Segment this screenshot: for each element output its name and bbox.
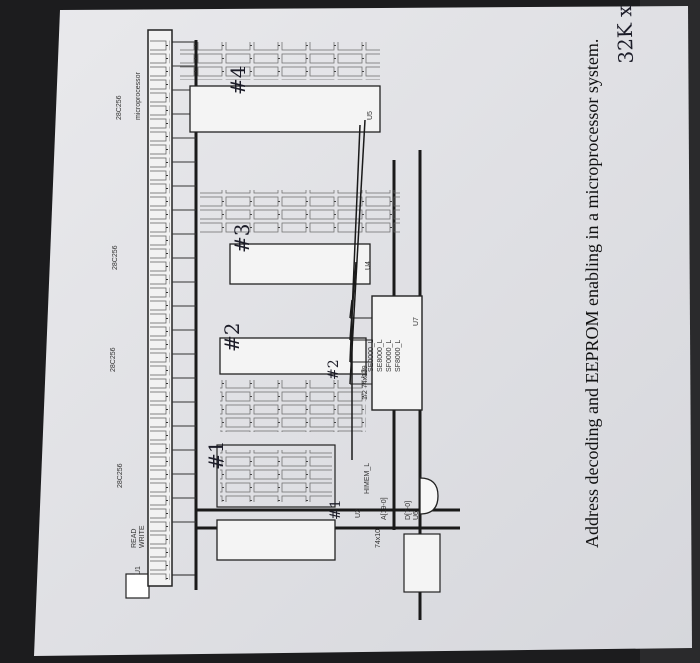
eeprom-u5-ref: U5	[367, 111, 374, 120]
write-label: WRITE	[139, 525, 146, 548]
eeprom-u3-ref: U3	[361, 369, 368, 378]
handwritten-cs1: #1	[328, 499, 344, 520]
eeprom-u2	[216, 444, 336, 561]
nand-ref: U6	[413, 511, 420, 520]
eeprom-u4	[200, 190, 400, 285]
decoder-signal-0: SE0000_L	[368, 339, 375, 372]
decoder-signal-1: SE8000_L	[377, 339, 384, 372]
eeprom-u2-part: 28C256	[117, 463, 124, 488]
nand-output: HIMEM_L	[364, 463, 371, 494]
decoder-u7	[350, 295, 423, 411]
decoder-part: 1/2 74x139	[362, 365, 369, 400]
chip-select-wires	[349, 119, 366, 460]
decoder-ref: U7	[413, 317, 420, 326]
eeprom-u3	[219, 337, 367, 432]
eeprom-u5	[180, 42, 381, 133]
figure-caption: Address decoding and EEPROM enabling in …	[582, 38, 602, 548]
eeprom-u2-ref: U2	[355, 509, 362, 518]
read-label: READ	[131, 529, 138, 548]
eeprom-u4-ref: U4	[365, 261, 372, 270]
handwritten-chip4: #4	[226, 65, 250, 95]
handwritten-chip1: #1	[204, 440, 228, 470]
address-bus-label: A[19-0]	[381, 497, 388, 520]
eeprom-u3-part: 28C256	[110, 347, 117, 372]
handwritten-chip2: #2	[220, 322, 244, 352]
microprocessor-title: microprocessor	[135, 71, 142, 120]
nand-part: 74x10	[375, 529, 382, 548]
handwritten-cs2: #2	[326, 359, 342, 380]
decoder-signal-2: SF0000_L	[386, 340, 393, 372]
handwritten-size-note: 32K x 8 E²	[610, 0, 638, 64]
eeprom-u5-part: 28C256	[116, 95, 123, 120]
decoder-signal-3: SF8000_L	[395, 340, 402, 372]
data-bus-label: D[7-0]	[405, 501, 412, 520]
microprocessor-ref: U1	[135, 566, 142, 575]
page-sheet	[34, 6, 692, 656]
handwritten-chip3: #3	[230, 223, 254, 253]
nand-gate-u6	[403, 477, 441, 593]
microprocessor-u1	[125, 29, 196, 599]
eeprom-u4-part: 28C256	[112, 245, 119, 270]
